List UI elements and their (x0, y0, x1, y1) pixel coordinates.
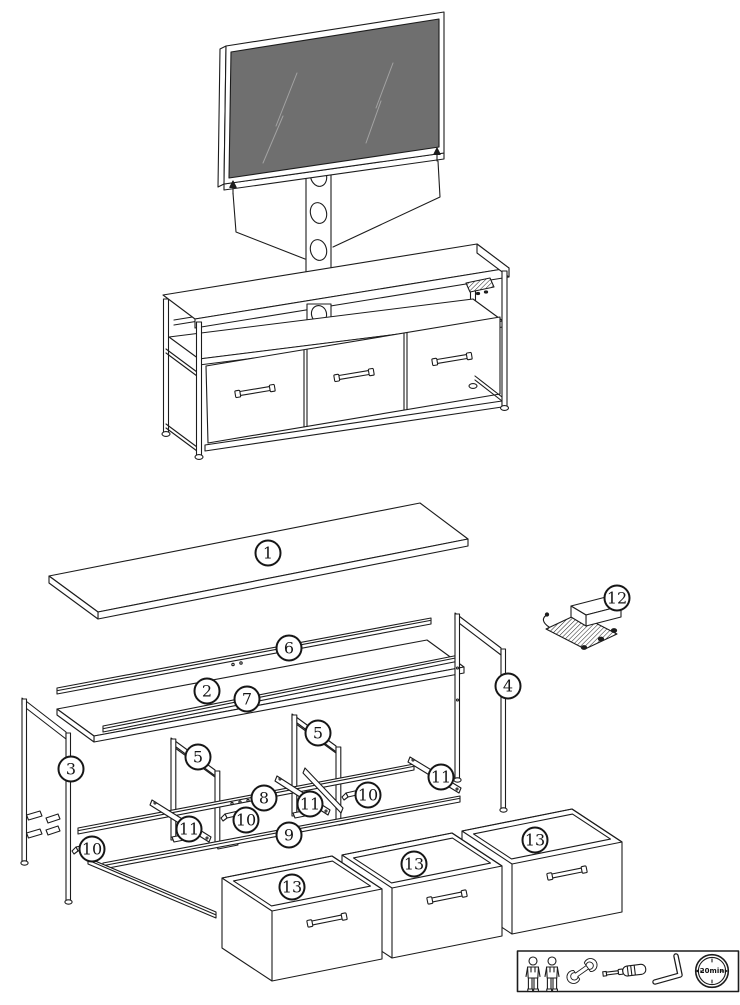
part-3-left-frame (20, 697, 73, 905)
stand-frame (161, 243, 510, 460)
part-10-bracket (71, 841, 101, 855)
part-10-bracket (341, 787, 371, 801)
left-arrow-icon (695, 969, 699, 973)
part-8-support-rail (77, 763, 415, 835)
part-6-back-rail (56, 617, 432, 695)
right-arrow-icon (725, 969, 729, 973)
tv-screen-reflection (262, 62, 394, 164)
assembly-time-label: 20min (695, 967, 729, 975)
part-4-right-frame (453, 612, 508, 813)
screwdriver-icon (602, 963, 647, 977)
wrench-icon (566, 958, 598, 984)
requirements-box (516, 950, 740, 993)
part-11-brace (407, 756, 462, 794)
assembled-view (161, 11, 510, 460)
tv-screen (228, 18, 440, 179)
stand-top-panel (162, 243, 510, 329)
mount-straps (229, 147, 441, 260)
stand-drawers (205, 316, 501, 444)
part-12-power-strip (542, 596, 622, 650)
part-13-drawer-box (221, 855, 383, 982)
allen-key-icon (652, 953, 683, 985)
part-10-bracket (220, 808, 250, 822)
part-1-top-panel (48, 502, 469, 620)
duration-text: 20min (699, 967, 725, 975)
part-2-shelf-panel (56, 639, 465, 743)
tv (217, 11, 445, 191)
exploded-view (20, 502, 623, 982)
power-strip (465, 277, 495, 296)
